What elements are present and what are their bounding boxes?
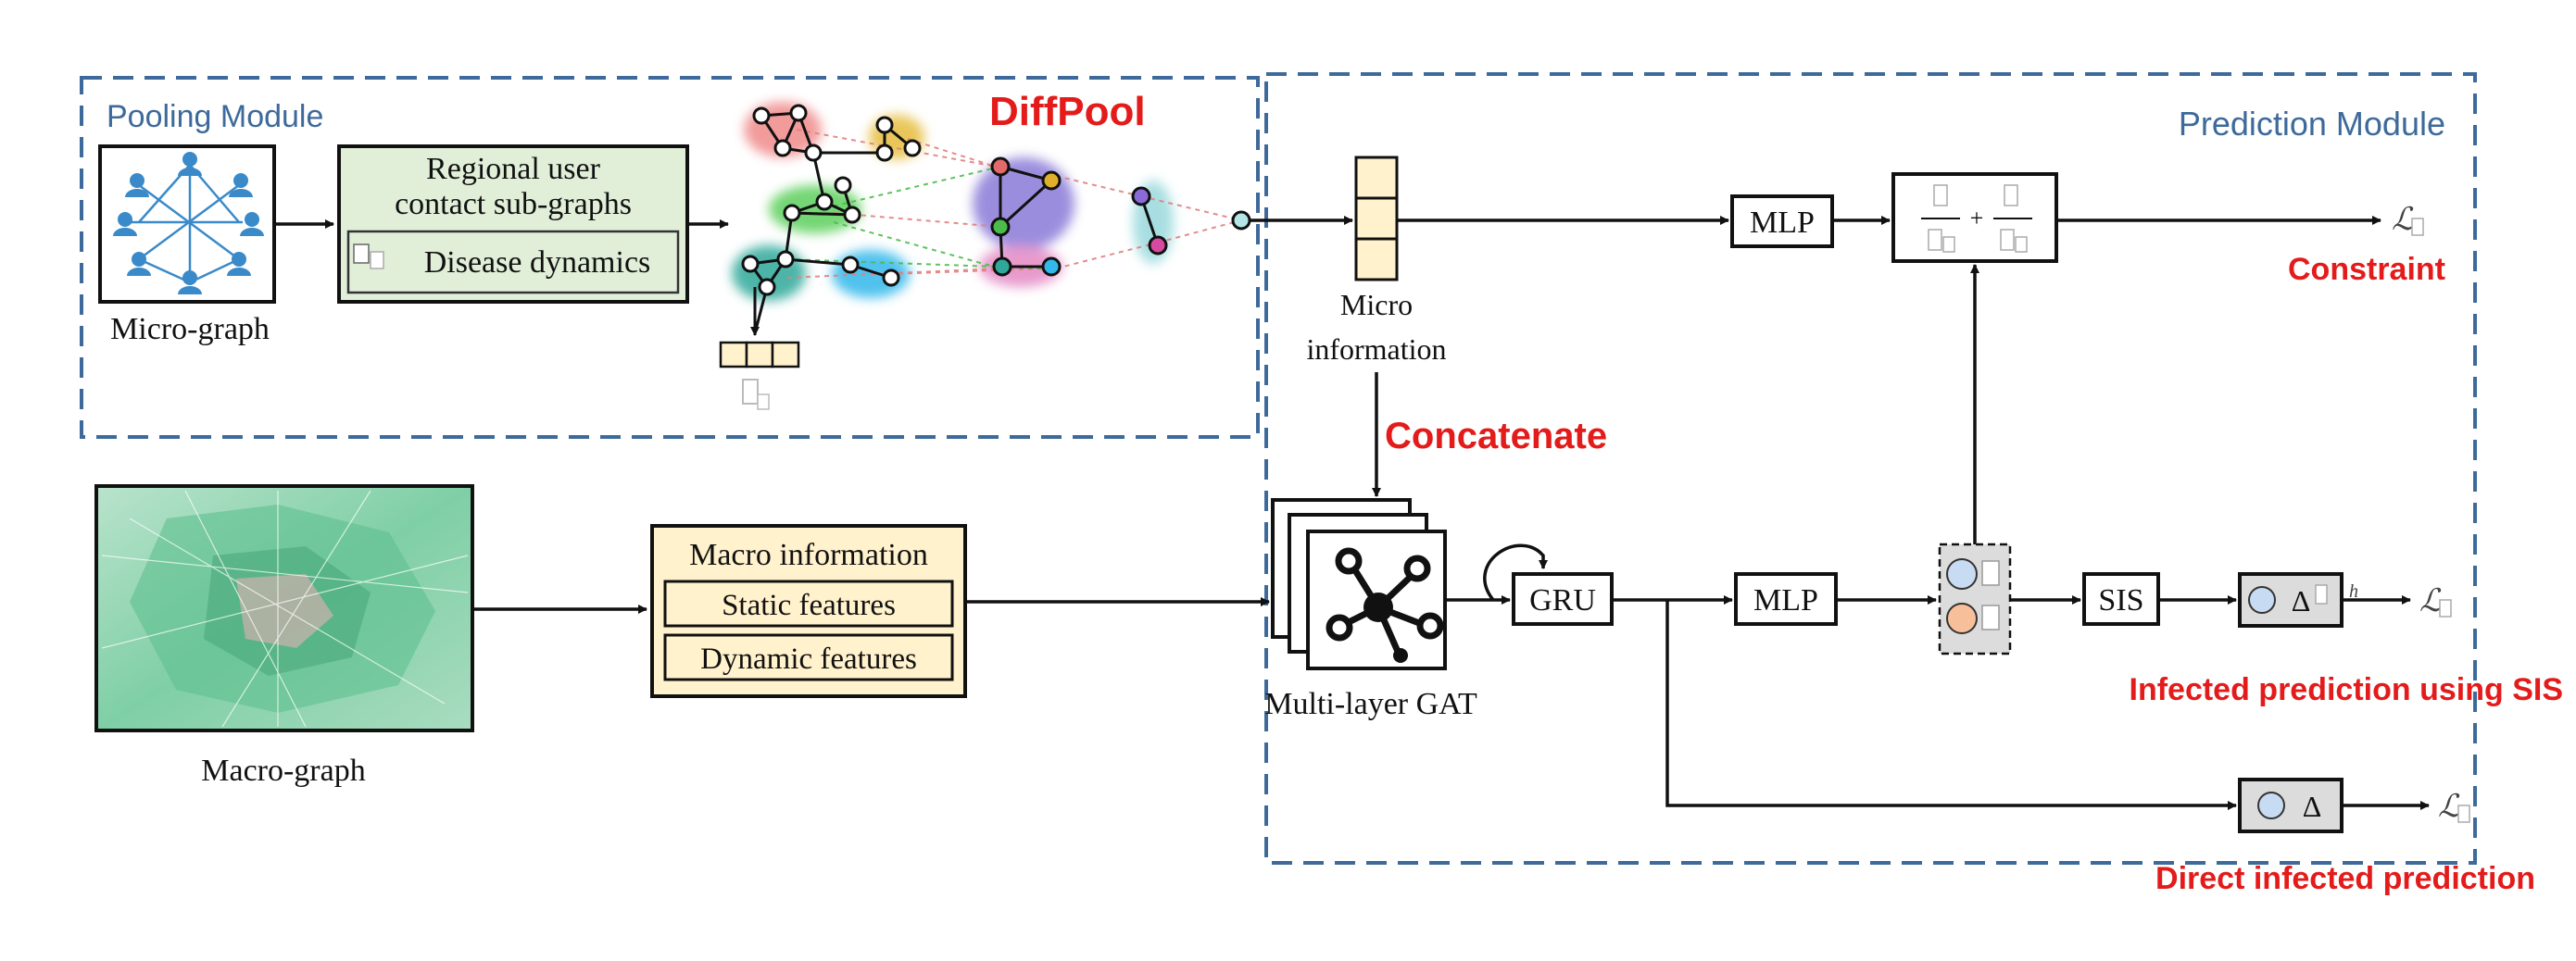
delta-label-1: Δ: [2292, 584, 2311, 618]
sis-prediction-label: Infected prediction using SIS: [2130, 672, 2564, 707]
multi-layer-gat-label: Multi-layer GAT: [1264, 687, 1477, 721]
static-features-label: Static features: [722, 589, 896, 622]
diffpool-title: DiffPool: [989, 89, 1146, 134]
constraint-formula-box: [1891, 172, 2058, 263]
mlp-top-label: MLP: [1750, 206, 1815, 240]
delta-label-2: Δ: [2303, 790, 2322, 823]
state-box: [1938, 543, 2012, 655]
plus-sign: +: [1970, 205, 1984, 231]
mlp-mid-box: [1734, 572, 1838, 626]
delta-box-2: [2238, 778, 2344, 833]
regional-subgraphs-box: [337, 144, 689, 304]
macro-graph-label: Macro-graph: [201, 754, 365, 788]
sis-label: SIS: [2098, 583, 2143, 618]
macro-graph-map: [94, 484, 474, 732]
concatenate-label: Concatenate: [1385, 416, 1607, 456]
regional-label-2: contact sub-graphs: [395, 187, 632, 221]
macro-information-box: [650, 524, 967, 698]
micro-info-label-2: information: [1306, 332, 1446, 366]
regional-label-1: Regional user: [426, 152, 601, 186]
prediction-module-title: Prediction Module: [2179, 105, 2445, 143]
gru-recurrent-arrow: [1483, 543, 1548, 602]
pooling-module-title: Pooling Module: [107, 99, 323, 134]
sis-box: [2082, 572, 2160, 626]
constraint-label: Constraint: [2288, 252, 2445, 287]
multi-layer-gat-block: [1271, 498, 1447, 670]
diffpool-graph: [719, 102, 1251, 410]
micro-info-label-1: Micro: [1340, 288, 1413, 321]
micro-graph-label: Micro-graph: [110, 312, 270, 346]
direct-prediction-label: Direct infected prediction: [2155, 861, 2535, 896]
flow-arrows: [274, 216, 2430, 810]
prediction-module-frame: [1264, 72, 2477, 865]
delta-box-1: [2238, 572, 2344, 628]
mlp-mid-label: MLP: [1753, 583, 1818, 618]
h-superscript: h: [2349, 581, 2358, 602]
disease-dynamics-label: Disease dynamics: [424, 245, 651, 280]
mlp-top-box: [1730, 194, 1834, 248]
micro-graph-icon: [98, 144, 276, 304]
macro-information-label: Macro information: [689, 538, 928, 572]
pooling-module-frame: [80, 76, 1260, 439]
micro-information-vector: [1354, 156, 1399, 281]
gru-box: [1512, 572, 1614, 626]
gru-label: GRU: [1529, 583, 1596, 618]
dynamic-features-label: Dynamic features: [700, 643, 917, 676]
